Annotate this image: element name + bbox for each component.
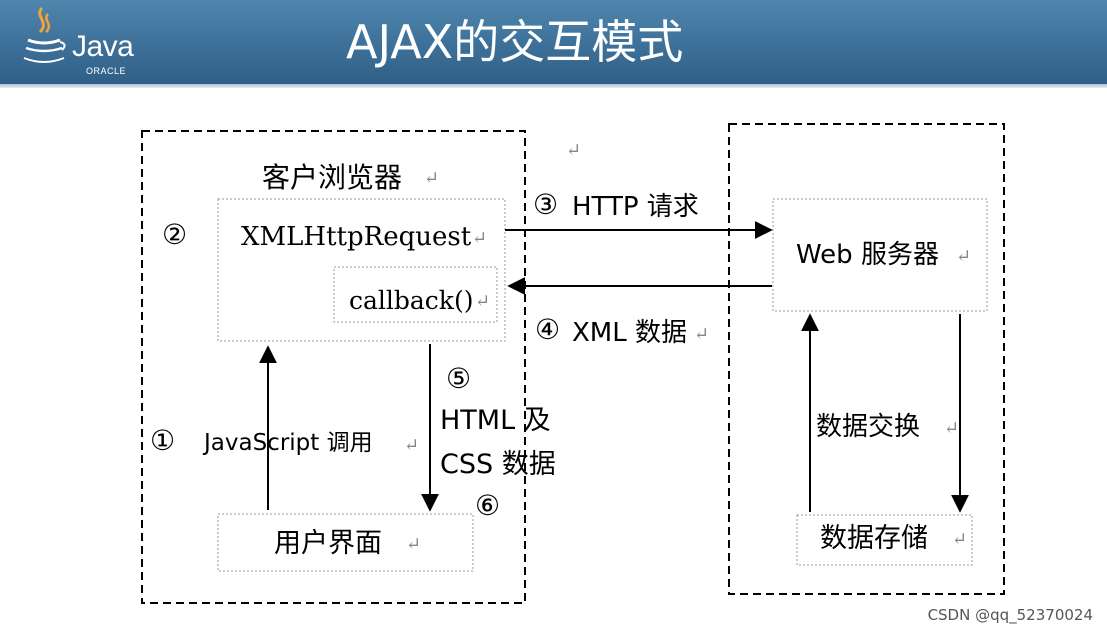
paragraph-mark: ↵ bbox=[694, 324, 710, 345]
html-css-label-line2: CSS 数据 bbox=[440, 449, 556, 480]
xhr-label: XMLHttpRequest bbox=[241, 222, 472, 252]
xhr-box bbox=[217, 198, 506, 342]
paragraph-mark: ↵ bbox=[944, 418, 960, 439]
step-3-marker: ③ bbox=[533, 188, 559, 221]
callback-box bbox=[333, 266, 498, 323]
data-exchange-label: 数据交换 bbox=[816, 412, 921, 442]
paragraph-mark: ↵ bbox=[952, 529, 968, 550]
paragraph-mark: ↵ bbox=[475, 291, 491, 312]
paragraph-mark: ↵ bbox=[956, 246, 972, 267]
client-container bbox=[141, 130, 526, 604]
web-server-label: Web 服务器 bbox=[796, 240, 939, 270]
callback-label: callback() bbox=[349, 286, 474, 315]
client-browser-title: 客户浏览器 bbox=[262, 161, 403, 194]
step-2-marker: ② bbox=[162, 218, 188, 251]
step-5-marker: ⑤ bbox=[446, 362, 472, 395]
step-4-marker: ④ bbox=[535, 313, 561, 346]
paragraph-mark: ↵ bbox=[566, 140, 582, 161]
java-wordmark: Java bbox=[72, 30, 134, 63]
javascript-call-label: JavaScript 调用 bbox=[204, 430, 373, 456]
paragraph-mark: ↵ bbox=[424, 168, 440, 189]
coffee-cup-icon bbox=[23, 6, 66, 63]
oracle-wordmark: ORACLE bbox=[86, 66, 127, 76]
paragraph-mark: ↵ bbox=[472, 228, 488, 249]
http-request-label: HTTP 请求 bbox=[572, 192, 699, 222]
web-server-box bbox=[772, 198, 988, 312]
header-divider bbox=[0, 84, 1107, 88]
watermark: CSDN @qq_52370024 bbox=[927, 606, 1093, 624]
title-bar: Java ORACLE AJAX的交互模式 bbox=[0, 0, 1107, 84]
java-logo: Java ORACLE bbox=[20, 4, 150, 80]
html-css-label-line1: HTML 及 bbox=[440, 405, 551, 436]
paragraph-mark: ↵ bbox=[404, 435, 420, 456]
data-storage-label: 数据存储 bbox=[820, 523, 928, 554]
user-interface-label: 用户界面 bbox=[274, 528, 382, 559]
xml-data-label: XML 数据 bbox=[572, 318, 687, 348]
server-container bbox=[728, 123, 1005, 595]
page-title: AJAX的交互模式 bbox=[346, 15, 684, 69]
step-1-marker: ① bbox=[150, 424, 176, 457]
paragraph-mark: ↵ bbox=[406, 534, 422, 555]
data-storage-box bbox=[796, 514, 973, 566]
step-6-marker: ⑥ bbox=[475, 489, 501, 522]
